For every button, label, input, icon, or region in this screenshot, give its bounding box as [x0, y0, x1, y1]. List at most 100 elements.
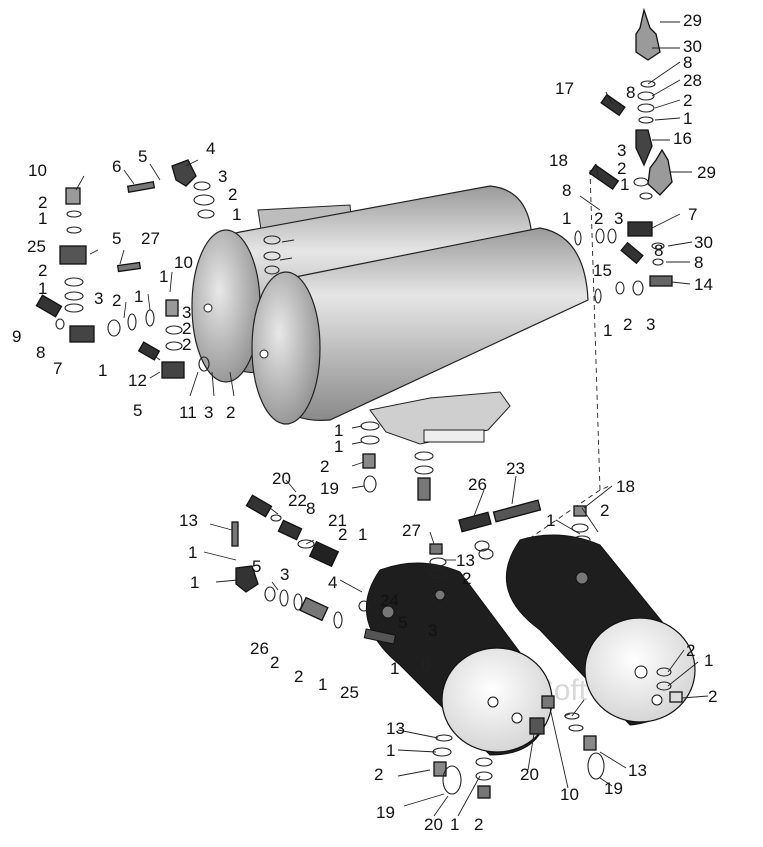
callout-1: 1	[190, 573, 199, 592]
callout-4: 4	[206, 139, 215, 158]
callout-2: 2	[617, 159, 626, 178]
fitting-16	[635, 129, 653, 167]
fitting-10-low	[529, 717, 545, 735]
callout-2: 2	[683, 91, 692, 110]
callout-1: 1	[546, 511, 555, 530]
elbow-11	[161, 361, 185, 379]
callout-14: 14	[694, 275, 713, 294]
fitting-10-mid	[165, 299, 179, 317]
tee-25-left	[59, 245, 87, 265]
callout-13: 13	[456, 551, 475, 570]
callout-24: 24	[380, 591, 399, 610]
fitting-10-top	[65, 187, 81, 205]
callout-1: 1	[386, 741, 395, 760]
callout-2: 2	[226, 403, 235, 422]
callout-27: 27	[402, 521, 421, 540]
callout-1: 1	[683, 109, 692, 128]
callout-19: 19	[320, 479, 339, 498]
callout-7: 7	[688, 205, 697, 224]
callout-9: 9	[12, 327, 21, 346]
callout-18: 18	[616, 477, 635, 496]
callout-13: 13	[628, 761, 647, 780]
callout-3: 3	[646, 315, 655, 334]
callout-1: 1	[318, 675, 327, 694]
callout-7: 7	[53, 359, 62, 378]
callout-2: 2	[228, 185, 237, 204]
callout-16: 16	[673, 129, 692, 148]
callout-2: 2	[462, 569, 471, 588]
callout-19: 19	[604, 779, 623, 798]
callout-13: 13	[386, 719, 405, 738]
callout-1: 1	[562, 209, 571, 228]
plug-13-right	[573, 505, 587, 517]
hose-18-low	[492, 499, 542, 523]
callout-5: 5	[398, 613, 407, 632]
callout-2: 2	[320, 457, 329, 476]
callout-5: 5	[252, 557, 261, 576]
callout-18: 18	[549, 151, 568, 170]
callout-3: 3	[182, 303, 191, 322]
fitting-21	[277, 519, 303, 541]
elbow-4-top	[171, 159, 197, 187]
callout-15: 15	[593, 261, 612, 280]
callout-28: 28	[683, 71, 702, 90]
callout-2: 2	[294, 667, 303, 686]
callout-2: 2	[182, 335, 191, 354]
callout-22: 22	[288, 491, 307, 510]
fitting-17	[600, 93, 626, 117]
lower-receiver-front	[363, 562, 553, 756]
alignment-line	[519, 169, 613, 546]
plug-13-endcap	[669, 691, 683, 703]
callout-2: 2	[112, 291, 121, 310]
callout-20: 20	[520, 765, 539, 784]
callout-3: 3	[204, 403, 213, 422]
callout-10: 10	[174, 253, 193, 272]
callout-1: 1	[450, 815, 459, 834]
callout-1: 1	[358, 525, 367, 544]
callout-25: 25	[27, 237, 46, 256]
callout-2: 2	[38, 193, 47, 212]
fitting-15	[620, 241, 644, 265]
callout-1: 1	[232, 205, 241, 224]
lower-receiver-rear	[505, 534, 696, 726]
callout-13: 13	[179, 511, 198, 530]
callout-5: 5	[112, 229, 121, 248]
callout-3: 3	[218, 167, 227, 186]
callout-12: 12	[128, 371, 147, 390]
callout-2: 2	[338, 525, 347, 544]
callout-26: 26	[250, 639, 269, 658]
callout-30: 30	[694, 233, 713, 252]
callout-5: 5	[133, 401, 142, 420]
callout-1: 1	[334, 421, 343, 440]
elbow-7-left	[69, 325, 95, 343]
callout-8: 8	[683, 53, 692, 72]
callout-1: 1	[188, 543, 197, 562]
callout-8: 8	[626, 83, 635, 102]
callout-8: 8	[562, 181, 571, 200]
callout-1: 1	[134, 287, 143, 306]
callout-10: 10	[28, 161, 47, 180]
callout-8: 8	[654, 241, 663, 260]
valve-19-right	[583, 735, 597, 751]
callout-1: 1	[38, 209, 47, 228]
callout-2: 2	[600, 501, 609, 520]
callout-27: 27	[141, 229, 160, 248]
callout-2: 2	[594, 209, 603, 228]
callout-2: 2	[270, 653, 279, 672]
fitting-26-low	[299, 596, 329, 622]
callout-11: 11	[179, 403, 197, 422]
callout-26: 26	[468, 475, 487, 494]
callout-1: 1	[159, 267, 168, 286]
callout-1: 1	[620, 175, 629, 194]
plug-13-low	[541, 695, 555, 709]
callout-6: 6	[112, 157, 121, 176]
callout-1: 1	[38, 279, 47, 298]
callout-13: 13	[0, 0, 19, 4]
callout-2: 2	[686, 641, 695, 660]
fitting-26-top	[308, 540, 340, 568]
callout-29: 29	[683, 11, 702, 30]
callout-8: 8	[36, 343, 45, 362]
bolt-27-top	[116, 261, 142, 273]
callout-8: 8	[694, 253, 703, 272]
